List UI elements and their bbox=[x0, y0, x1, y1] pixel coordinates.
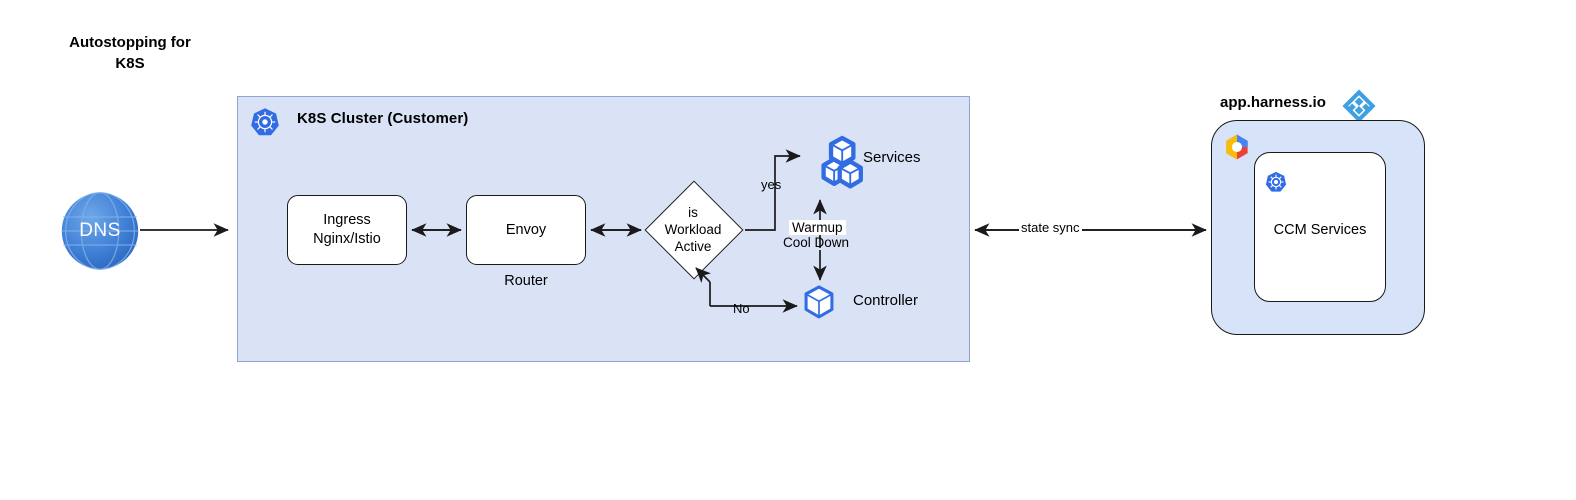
edge-label-state-sync: state sync bbox=[1019, 220, 1082, 235]
router-label: Router bbox=[504, 273, 548, 289]
envoy-node: Envoy bbox=[466, 195, 586, 265]
edge-label-yes: yes bbox=[761, 177, 782, 192]
decision-node-workload-active: is Workload Active bbox=[644, 180, 744, 280]
services-label: Services bbox=[863, 149, 921, 166]
page-title: Autostopping for K8S bbox=[69, 34, 191, 72]
google-cloud-icon bbox=[1226, 134, 1248, 160]
kubernetes-pod-icon bbox=[804, 285, 834, 319]
cluster-title: K8S Cluster (Customer) bbox=[297, 110, 469, 127]
ingress-node: Ingress Nginx/Istio bbox=[287, 195, 407, 265]
harness-title: app.harness.io bbox=[1220, 94, 1326, 111]
edge-label-warmup: Warmup bbox=[789, 220, 846, 235]
decision-label: is Workload Active bbox=[664, 204, 722, 254]
harness-logo-icon bbox=[1342, 89, 1376, 123]
ccm-services-label: CCM Services bbox=[1273, 222, 1367, 238]
kubernetes-icon bbox=[251, 108, 279, 136]
edge-label-cooldown: Cool Down bbox=[783, 235, 850, 250]
controller-label: Controller bbox=[853, 292, 919, 309]
edge-label-no: No bbox=[733, 301, 750, 316]
kubernetes-icon bbox=[1265, 171, 1287, 192]
dns-node: DNS bbox=[61, 192, 139, 270]
kubernetes-pods-icon bbox=[821, 135, 863, 189]
